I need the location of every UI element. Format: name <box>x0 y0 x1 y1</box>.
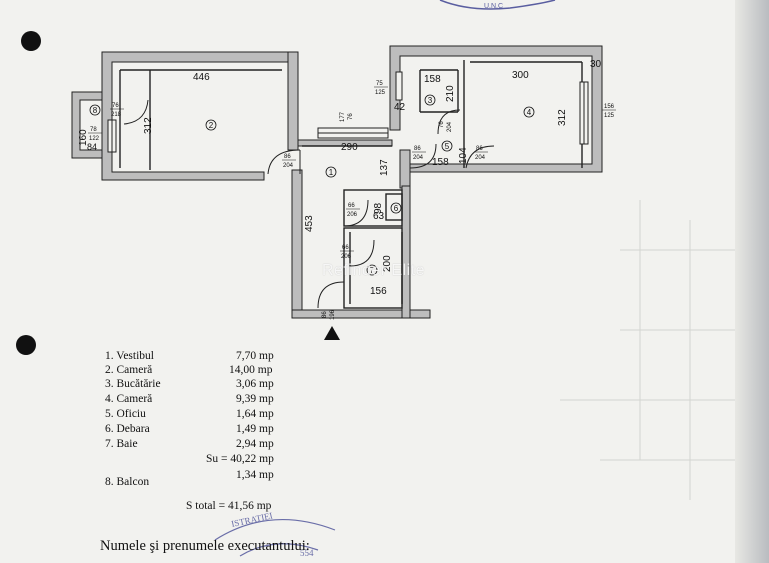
opening-bl-top: 78 <box>90 127 97 133</box>
opening-ddebara-bot: 206 <box>347 212 358 218</box>
legend-room-name: 5. Oficiu <box>105 408 146 420</box>
windows <box>107 71 589 153</box>
dim-156: 156 <box>370 286 387 297</box>
stamp-top: U.N.C <box>439 0 556 10</box>
watermark: Refinder Elite <box>322 262 426 279</box>
legend-room-name: 2. Cameră <box>105 364 153 376</box>
opening-bl-bot: 122 <box>89 136 100 142</box>
opening-d2-bot: 204 <box>283 163 294 169</box>
legend-room-area: 7,70 mp <box>236 350 274 362</box>
binder-hole-bottom <box>16 335 36 355</box>
opening-d4-top: 86 <box>476 146 483 152</box>
dim-453: 453 <box>304 215 315 232</box>
opening-dhall-top: 86 <box>414 146 421 152</box>
opening-balcony-bot: 218 <box>111 112 122 118</box>
legend-room-area: 14,00 mp <box>229 364 273 376</box>
dim-160: 160 <box>78 129 89 146</box>
room-number-6: 6 <box>394 204 399 213</box>
legend-room-name: 3. Bucătărie <box>105 378 161 390</box>
door-swings <box>123 99 495 309</box>
dim-30: 30 <box>590 59 602 70</box>
total-area: S total = 41,56 mp <box>186 500 272 512</box>
stamp-bottom <box>214 518 336 557</box>
legend-room-area: 1,49 mp <box>236 423 274 435</box>
legend-room-name: 1. Vestibul <box>105 350 154 362</box>
dim-63: 63 <box>373 211 385 222</box>
room-number-1: 1 <box>329 168 334 177</box>
opening-hall-win-bot: 76 <box>348 113 354 120</box>
opening-ddebara-top: 66 <box>348 203 355 209</box>
dim-42: 42 <box>394 102 406 113</box>
background-grid <box>560 200 735 500</box>
dimension-labels: 446 312 160 84 290 137 453 158 210 42 30… <box>78 59 602 297</box>
page-edge-shadow <box>735 0 769 563</box>
dim-200: 200 <box>382 255 393 272</box>
legend-su: Su = 40,22 mp <box>206 453 274 465</box>
dim-446: 446 <box>193 72 210 83</box>
legend-room-area: 2,94 mp <box>236 438 274 450</box>
executor-name-label: Numele şi prenumele executantului: <box>100 538 310 554</box>
room-numbers: 1 2 3 4 5 6 7 8 <box>93 96 532 275</box>
svg-text:U.N.C: U.N.C <box>484 3 503 10</box>
opening-dbaie-top: 66 <box>342 245 349 251</box>
dim-300: 300 <box>512 70 529 81</box>
legend-balcon-area: 1,34 mp <box>236 469 274 481</box>
legend-room-name: 4. Cameră <box>105 393 153 405</box>
dim-98: 98 <box>373 202 384 214</box>
entrance-arrow-icon <box>324 326 340 340</box>
stamp-number: 554 <box>300 548 314 558</box>
opening-balcony-top: 76 <box>112 103 119 109</box>
room-number-7: 7 <box>370 266 375 275</box>
opening-labels: 76 218 78 122 86 204 177 76 75 125 156 1… <box>88 81 616 320</box>
room-number-5: 5 <box>445 142 450 151</box>
stamp-text: ISTRATIEI <box>230 510 273 529</box>
room-number-3: 3 <box>428 96 433 105</box>
legend-balcon-name: 8. Balcon <box>105 476 150 488</box>
dim-158-top: 158 <box>424 74 441 85</box>
room-number-8: 8 <box>93 106 98 115</box>
opening-kitchen-bot: 125 <box>375 90 386 96</box>
dim-158-bottom: 158 <box>432 157 449 168</box>
opening-dhall-bot: 204 <box>413 155 424 161</box>
opening-doficiu-bot: 204 <box>447 121 453 132</box>
exterior-walls <box>71 45 603 319</box>
dim-84: 84 <box>87 142 97 152</box>
room-number-2: 2 <box>209 121 214 130</box>
opening-room4-bot: 125 <box>604 113 615 119</box>
opening-d4-bot: 204 <box>475 155 486 161</box>
opening-room4-top: 156 <box>604 104 615 110</box>
legend-room-name: 7. Baie <box>105 438 138 450</box>
legend-room-area: 1,64 mp <box>236 408 274 420</box>
legend-room-name: 6. Debara <box>105 423 150 435</box>
binder-hole-top <box>21 31 41 51</box>
dim-312-right: 312 <box>557 109 568 126</box>
legend-room-area: 9,39 mp <box>236 393 274 405</box>
dim-137: 137 <box>379 159 390 176</box>
dim-312-left: 312 <box>143 117 154 134</box>
opening-entry-bot: 196 <box>330 309 336 320</box>
room-markers <box>89 94 535 276</box>
legend-room-area: 3,06 mp <box>236 378 274 390</box>
opening-d2-top: 86 <box>284 154 291 160</box>
opening-hall-win-top: 177 <box>340 111 346 122</box>
opening-kitchen-top: 75 <box>376 81 383 87</box>
opening-doficiu-top: 76 <box>439 121 445 128</box>
opening-entry-top: 86 <box>322 311 328 318</box>
dim-104: 104 <box>458 147 469 164</box>
opening-dbaie-bot: 206 <box>341 254 352 260</box>
room-number-4: 4 <box>527 108 532 117</box>
dim-290: 290 <box>341 142 358 153</box>
dim-210: 210 <box>445 85 456 102</box>
area-legend: 1. Vestibul 7,70 mp 2. Cameră 14,00 mp 3… <box>0 349 400 499</box>
